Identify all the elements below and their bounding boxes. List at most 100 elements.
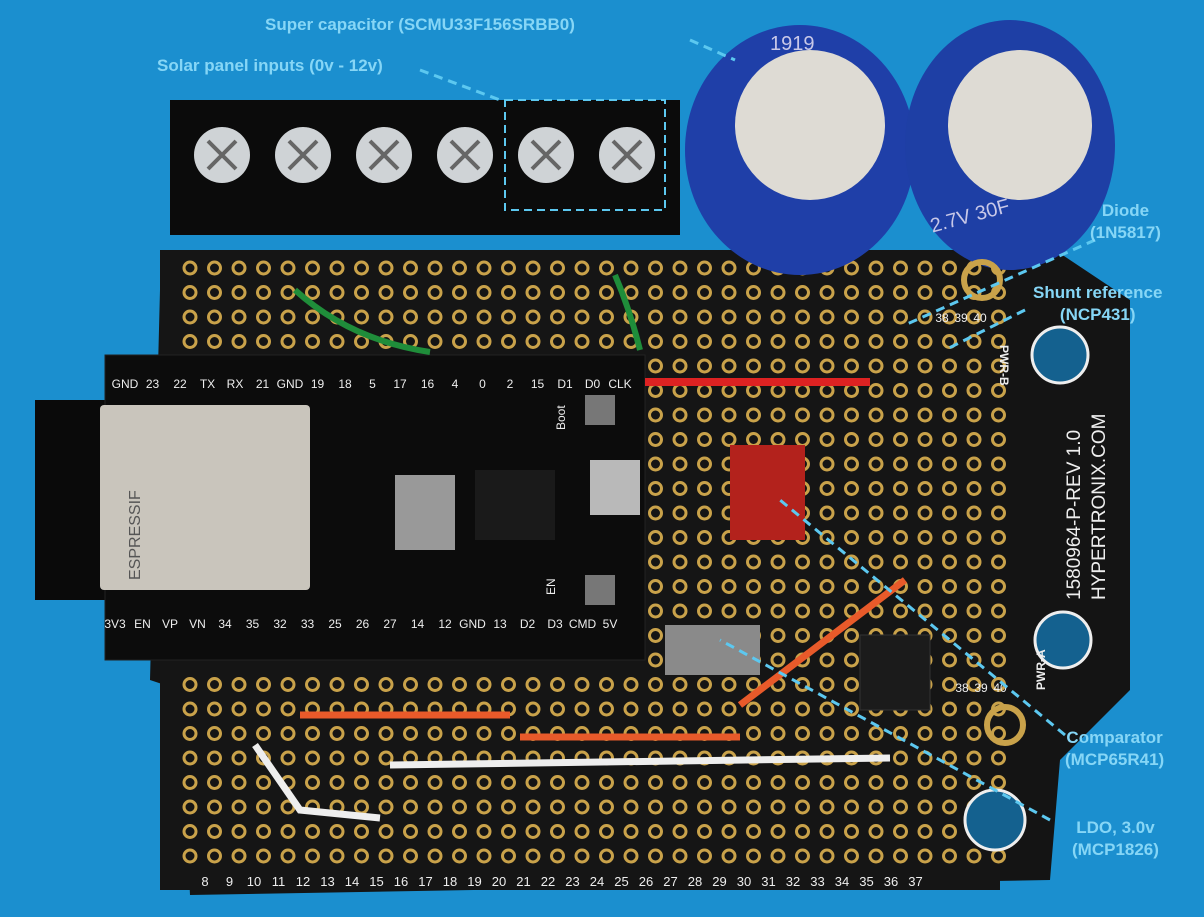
- pad: [917, 603, 933, 619]
- pad: [819, 505, 835, 521]
- pad: [550, 848, 565, 864]
- pad: [917, 334, 933, 349]
- pad: [525, 848, 541, 864]
- pad: [942, 285, 957, 300]
- pin-label: 15: [369, 874, 383, 889]
- comparator-breakout: [730, 445, 805, 540]
- pad: [991, 309, 1006, 325]
- pad: [476, 726, 492, 741]
- pad: [893, 432, 908, 447]
- supercap-annotation: Super capacitor (SCMU33F156SRBB0): [265, 15, 575, 34]
- pad: [231, 775, 247, 790]
- pad: [648, 530, 663, 545]
- pad: [917, 260, 933, 276]
- pad: [868, 775, 884, 790]
- pin-label: CMD: [569, 617, 597, 631]
- pad: [476, 848, 492, 864]
- pad: [623, 701, 639, 717]
- pad: [942, 726, 957, 741]
- pin-label: GND: [459, 617, 486, 631]
- pad: [795, 579, 810, 594]
- pin-label: 21: [256, 377, 270, 391]
- pad: [697, 530, 712, 545]
- pad: [525, 701, 541, 717]
- pad: [574, 285, 590, 300]
- pad: [354, 309, 369, 325]
- pad: [182, 775, 198, 790]
- pad: [648, 701, 663, 717]
- pad: [868, 481, 884, 496]
- pad: [893, 358, 908, 374]
- pad: [966, 309, 982, 325]
- pad: [354, 260, 369, 276]
- pin-label: 27: [383, 617, 397, 631]
- pin-label: VN: [189, 617, 206, 631]
- pad: [893, 456, 908, 472]
- pad: [329, 334, 345, 349]
- pin-label: 34: [218, 617, 232, 631]
- pin-label: 20: [492, 874, 506, 889]
- pad: [354, 726, 369, 741]
- pad: [427, 260, 443, 276]
- pad: [648, 309, 663, 325]
- pad: [182, 285, 198, 300]
- pad: [966, 848, 982, 864]
- pad: [354, 824, 369, 839]
- pad: [599, 824, 614, 839]
- pad: [917, 481, 933, 496]
- pad: [378, 848, 394, 864]
- pad: [427, 309, 443, 325]
- module-brand: ESPRESSIF: [127, 490, 144, 580]
- pad: [991, 481, 1006, 496]
- pad: [721, 554, 737, 570]
- pin-label: 39: [954, 311, 968, 325]
- pad: [917, 579, 933, 594]
- pad: [746, 407, 761, 423]
- pad: [991, 358, 1006, 374]
- pad: [795, 775, 810, 790]
- pin-label: 39: [974, 681, 988, 695]
- pad: [942, 383, 957, 398]
- pad: [256, 824, 271, 839]
- pad: [966, 652, 982, 668]
- pad: [574, 824, 590, 839]
- solar-input-highlight: [504, 99, 666, 211]
- pad: [550, 260, 565, 276]
- pad: [305, 726, 320, 741]
- pad: [207, 799, 222, 815]
- pad: [672, 407, 688, 423]
- pad: [991, 530, 1006, 545]
- pad: [942, 554, 957, 570]
- pad: [917, 358, 933, 374]
- pad: [893, 530, 908, 545]
- pad: [697, 848, 712, 864]
- pin-label: 17: [393, 377, 407, 391]
- pad: [648, 481, 663, 496]
- pad: [844, 309, 859, 325]
- pad: [917, 432, 933, 447]
- diode-part: (1N5817): [1090, 223, 1161, 242]
- green-wire-2: [612, 273, 643, 351]
- pad: [623, 677, 639, 692]
- pad: [721, 775, 737, 790]
- pad: [452, 677, 467, 692]
- pad: [844, 358, 859, 374]
- pad: [868, 530, 884, 545]
- pad: [819, 603, 835, 619]
- pad: [770, 358, 786, 374]
- pin-label: 35: [859, 874, 873, 889]
- pad: [305, 824, 320, 839]
- pad: [795, 799, 810, 815]
- pad: [697, 775, 712, 790]
- pin-label: 32: [273, 617, 287, 631]
- pad: [942, 652, 957, 668]
- pad: [697, 701, 712, 717]
- pad: [991, 407, 1006, 423]
- pad: [648, 848, 663, 864]
- pad: [966, 530, 982, 545]
- pad: [893, 603, 908, 619]
- pad: [697, 358, 712, 374]
- pad: [868, 383, 884, 398]
- pad: [770, 554, 786, 570]
